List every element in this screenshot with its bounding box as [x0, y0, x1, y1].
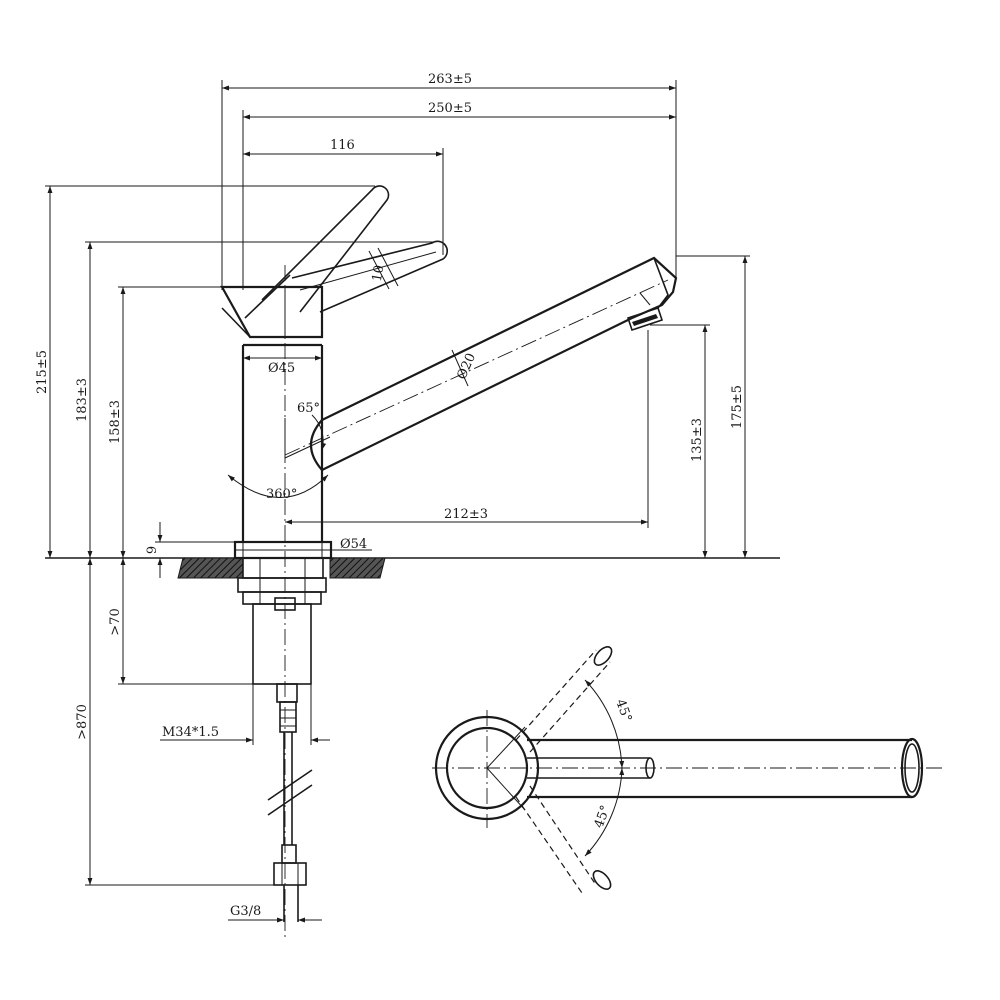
plan-lever-upper [486, 646, 613, 769]
base-flange: Ø54 [233, 537, 372, 560]
dim-shank-length: >70 [108, 558, 253, 685]
lever-handle-raised [244, 185, 390, 319]
spout-dia-label: Ø20 [454, 351, 479, 382]
dim-outlet-height: 175±5 [676, 255, 750, 558]
dim-lever-offset: 116 [243, 138, 444, 255]
body-dia-label: Ø45 [268, 361, 295, 376]
lever-dia-dimension: 10 [368, 247, 399, 290]
base-height-label: 9 [145, 546, 160, 554]
lever-height-label: 183±3 [75, 378, 90, 422]
plan-lever-lower [486, 767, 612, 894]
countertop-section [177, 557, 386, 579]
swivel-label: 360° [266, 487, 297, 502]
dim-spout-reach: 212±3 [285, 330, 649, 528]
spout-reach-label: 212±3 [444, 507, 488, 522]
dim-spout-width: 250±5 [242, 101, 676, 290]
aerator [626, 306, 664, 332]
body-height-label: 158±3 [108, 400, 123, 444]
plan-view: 45° 45° [432, 646, 942, 894]
outlet-height-label: 175±5 [730, 385, 745, 429]
spout-width-label: 250±5 [428, 101, 472, 116]
overall-width-label: 263±5 [428, 72, 472, 87]
shank-length-label: >70 [108, 608, 123, 635]
dim-aerator-height: 135±3 [650, 324, 710, 558]
dim-lever-height: 183±3 [75, 241, 435, 558]
connector-label: G3/8 [230, 904, 261, 919]
dim-body-height: 158±3 [108, 286, 222, 558]
spout [284, 256, 678, 471]
dim-base-height: 9 [145, 522, 235, 578]
mounting-assembly [237, 557, 327, 922]
plan-angle-top-label: 45° [612, 697, 634, 724]
lever-offset-label: 116 [330, 138, 355, 153]
base-dia-label: Ø54 [340, 537, 367, 552]
plan-angle-bottom-label: 45° [592, 803, 614, 830]
dim-overall-width: 263±5 [221, 72, 677, 290]
aerator-height-label: 135±3 [690, 418, 705, 462]
total-height-label: 215±5 [35, 350, 50, 394]
side-elevation: 10 65° 360° Ø45 [35, 72, 780, 940]
hose-upper-connector [279, 701, 297, 733]
lever-head [220, 285, 324, 339]
spout-angle-label: 65° [297, 401, 320, 416]
plan-angle-arc-top [584, 679, 625, 769]
dim-connector: G3/8 [228, 904, 322, 923]
lever-dia-label: 10 [370, 264, 388, 283]
hose-length-label: >870 [75, 704, 90, 740]
dim-thread: M34*1.5 [160, 684, 330, 745]
thread-label: M34*1.5 [162, 725, 219, 740]
body-dia-dimension: Ø45 [243, 355, 322, 376]
dim-total-height: 215±5 [35, 185, 375, 558]
dim-hose-length: >870 [75, 558, 274, 886]
hose-bottom-connector [273, 844, 307, 922]
plan-angle-arc-bottom [584, 767, 625, 857]
